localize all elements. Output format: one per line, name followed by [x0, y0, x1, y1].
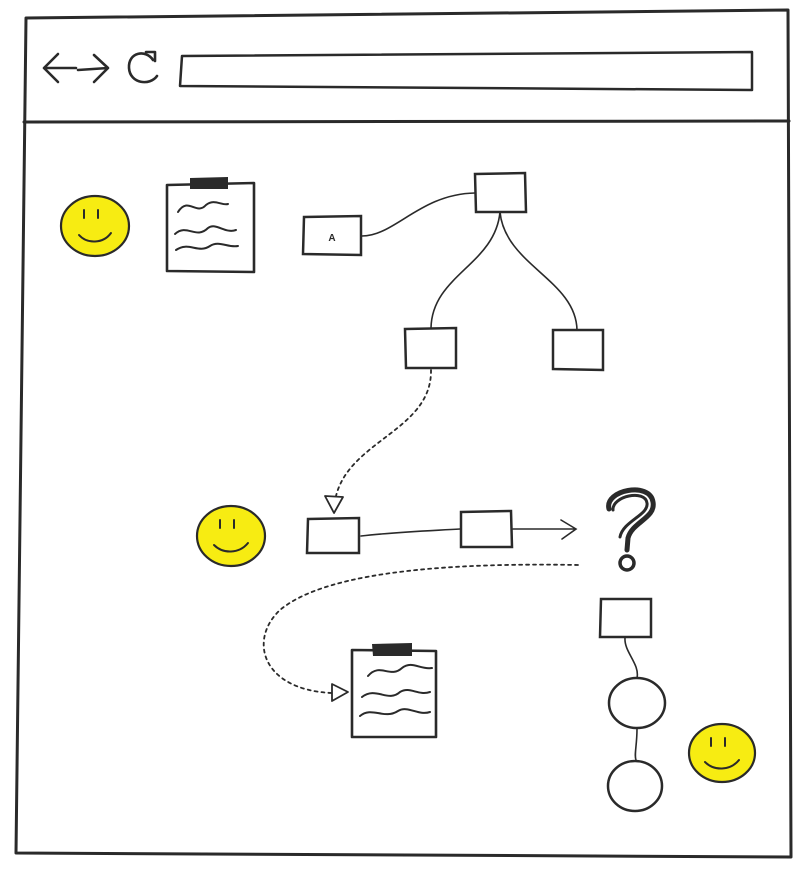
smiley-icon-top-left: [59, 194, 131, 258]
flow-node-1: [305, 516, 361, 555]
connector-box-to-circle: [624, 637, 639, 679]
node-a: A: [301, 214, 363, 257]
question-mark-icon: [606, 487, 656, 572]
forward-arrow-icon[interactable]: [76, 53, 110, 84]
back-arrow-icon[interactable]: [42, 52, 78, 84]
clipboard-icon-bottom: [350, 643, 438, 739]
connector-root-to-left: [430, 211, 501, 329]
arrow-to-question: [512, 519, 578, 540]
dotted-arrowhead-down: [324, 495, 344, 514]
tree-left-node: [403, 326, 458, 370]
address-bar[interactable]: [178, 50, 754, 92]
node-a-label: A: [328, 233, 335, 244]
dotted-connector-to-clipboard: [262, 563, 579, 694]
column-node-top: [598, 597, 653, 639]
column-circle-2: [606, 759, 664, 813]
clipboard-icon-top: [165, 177, 256, 274]
smiley-icon-bottom-right: [687, 722, 757, 784]
connector-root-to-right: [499, 211, 578, 331]
tree-root-node: [473, 171, 528, 214]
flow-node-2: [459, 509, 514, 549]
browser-window: [14, 8, 793, 859]
smiley-icon-middle: [195, 504, 267, 568]
column-circle-1: [607, 676, 667, 730]
connector-flow-1-to-2: [360, 528, 461, 537]
connector-circle-to-circle: [634, 728, 638, 761]
dotted-connector-tree-to-flow: [335, 369, 432, 497]
tree-right-node: [551, 328, 605, 372]
dotted-arrowhead-right: [331, 683, 349, 702]
connector-a-to-root: [361, 192, 476, 237]
reload-icon[interactable]: [127, 50, 159, 84]
